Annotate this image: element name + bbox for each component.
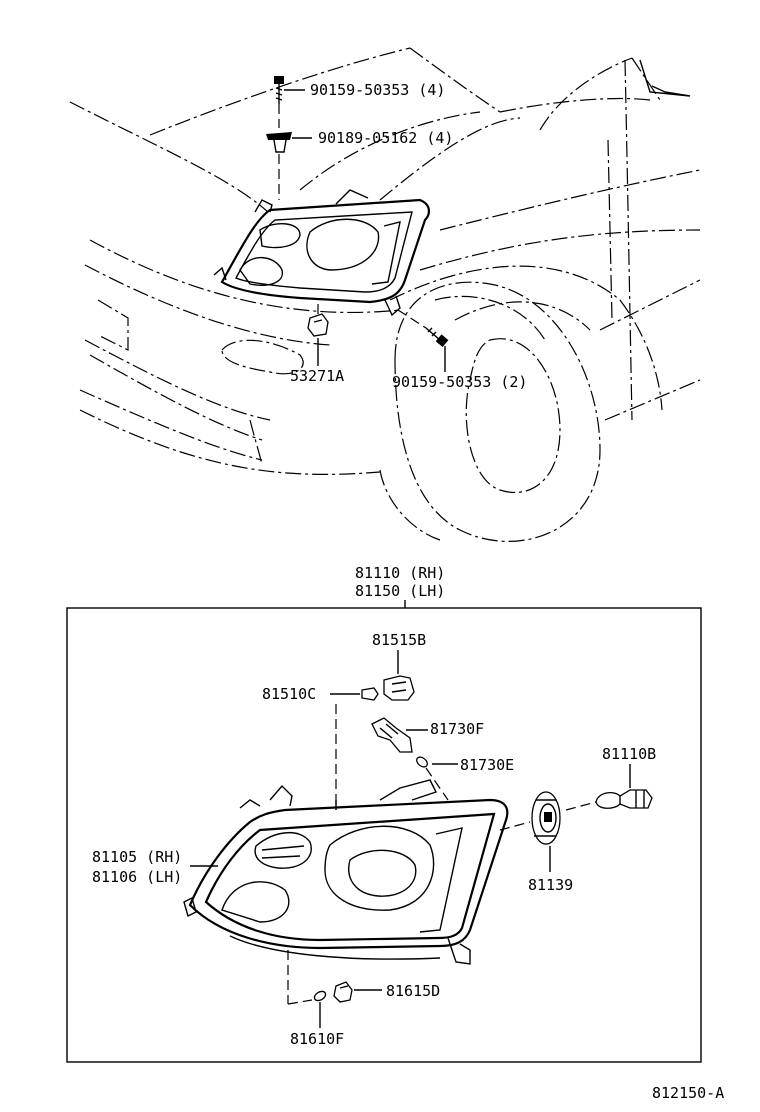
fender-edge <box>419 229 701 271</box>
headlamp-unit-tab-top-2 <box>379 779 437 801</box>
headlamp-unit-inner <box>204 812 496 942</box>
headlamp-bar <box>371 221 401 285</box>
headlamp-unit-bottom <box>229 935 441 960</box>
dash-81610f-h <box>287 999 313 1005</box>
tire-outline <box>394 281 601 543</box>
headlamp-unit <box>183 779 509 965</box>
bumper-line-4 <box>89 354 263 441</box>
headlamp-frame <box>220 198 430 304</box>
hood-rear-edge <box>499 97 651 113</box>
headlamp-unit-bracket <box>447 937 471 965</box>
label-clip-upper: 90189-05162 (4) <box>318 129 453 147</box>
label-81139: 81139 <box>528 876 573 894</box>
socket-81615d-icon <box>333 981 353 1003</box>
windshield-a <box>539 57 633 131</box>
assembly-rh-label: 81110 (RH) <box>355 564 445 582</box>
headlamp-bracket-l <box>213 266 227 281</box>
dash-81139 <box>499 821 531 831</box>
headlamp-installed <box>213 189 430 317</box>
label-81730e: 81730E <box>460 756 514 774</box>
headlamp-unit-frame <box>188 798 509 950</box>
label-bolt-upper: 90159-50353 (4) <box>310 81 445 99</box>
headlamp-unit-tab-left <box>183 896 197 918</box>
tire-inner <box>434 295 546 341</box>
hood-outline <box>69 101 269 213</box>
label-81510c: 81510C <box>262 685 316 703</box>
bulb-81610f-icon <box>313 990 327 1002</box>
bulb-81110b-icon <box>595 789 653 809</box>
headlamp-reflector <box>259 223 301 249</box>
assembly-lh-label: 81150 (LH) <box>355 582 445 600</box>
label-81515b: 81515B <box>372 631 426 649</box>
wheel-rim <box>465 338 561 494</box>
bolt-upper-icon <box>274 76 284 104</box>
hood-center <box>299 111 481 191</box>
label-81106: 81106 (LH) <box>92 868 182 886</box>
assembly-box <box>66 607 702 1063</box>
headlamp-unit-lens-main <box>324 825 435 911</box>
bolt-lower-icon <box>425 327 449 348</box>
fog-lamp <box>221 339 304 375</box>
exploded-assembly: 81110 (RH) 81150 (LH) 81515B 81510C 8173… <box>66 564 702 1063</box>
rocker <box>599 279 701 331</box>
label-81615d: 81615D <box>386 982 440 1000</box>
door-line <box>624 59 633 421</box>
headlamp-inner <box>235 211 413 293</box>
bumper-line-3 <box>84 339 271 421</box>
figure-id: 812150-A <box>652 1084 724 1102</box>
bumper-corner <box>249 419 263 466</box>
fender-arch-inner <box>454 301 591 331</box>
bumper-line-5 <box>79 389 263 461</box>
label-81730f: 81730F <box>430 720 484 738</box>
socket-81730f-icon <box>371 717 413 753</box>
socket-81515b-icon <box>383 675 415 701</box>
headlamp-unit-lens-inner <box>348 849 417 897</box>
dash-81730e <box>425 767 449 801</box>
cover-81139-icon <box>531 791 561 845</box>
bumper-line-2 <box>84 264 331 346</box>
label-81610f: 81610F <box>290 1030 344 1048</box>
a-pillar <box>607 139 613 321</box>
mirror <box>639 59 691 97</box>
headlamp-tab-1 <box>254 199 273 213</box>
headlamp-tab-2 <box>335 189 369 205</box>
bracket-53271a-icon <box>307 313 329 337</box>
headlamp-unit-bar <box>419 827 463 933</box>
label-bracket: 53271A <box>290 367 344 385</box>
grille-box <box>97 299 129 351</box>
vehicle-front-view: 90159-50353 (4) 90189-05162 (4) 53271A 9… <box>69 47 701 543</box>
headlamp-unit-lens-low <box>221 881 290 923</box>
bumper-lower <box>79 409 381 475</box>
rocker-lower <box>604 379 701 421</box>
headlamp-bracket-r <box>384 295 401 317</box>
fender-top <box>439 169 701 231</box>
bolt-lower-dash <box>397 309 427 329</box>
headlamp-unit-reflector-lines <box>261 845 305 859</box>
headlamp-unit-reflector <box>254 831 312 869</box>
bulb-81510c-icon <box>361 687 379 701</box>
clip-upper-icon <box>266 132 292 153</box>
hood-top-edge <box>149 47 411 136</box>
label-81105: 81105 (RH) <box>92 848 182 866</box>
tire-ground <box>379 469 441 541</box>
label-81110b: 81110B <box>602 745 656 763</box>
headlamp-lens-2 <box>239 256 284 286</box>
hood-crease <box>409 47 501 113</box>
fender-arch-outer <box>389 265 663 411</box>
dash-81110b <box>565 801 597 811</box>
label-bolt-lower: 90159-50353 (2) <box>392 373 527 391</box>
headlamp-lens-1 <box>306 218 380 271</box>
bulb-81730e-icon <box>416 756 428 768</box>
bumper-top <box>89 239 401 314</box>
headlamp-unit-tab-top-1 <box>239 784 293 809</box>
